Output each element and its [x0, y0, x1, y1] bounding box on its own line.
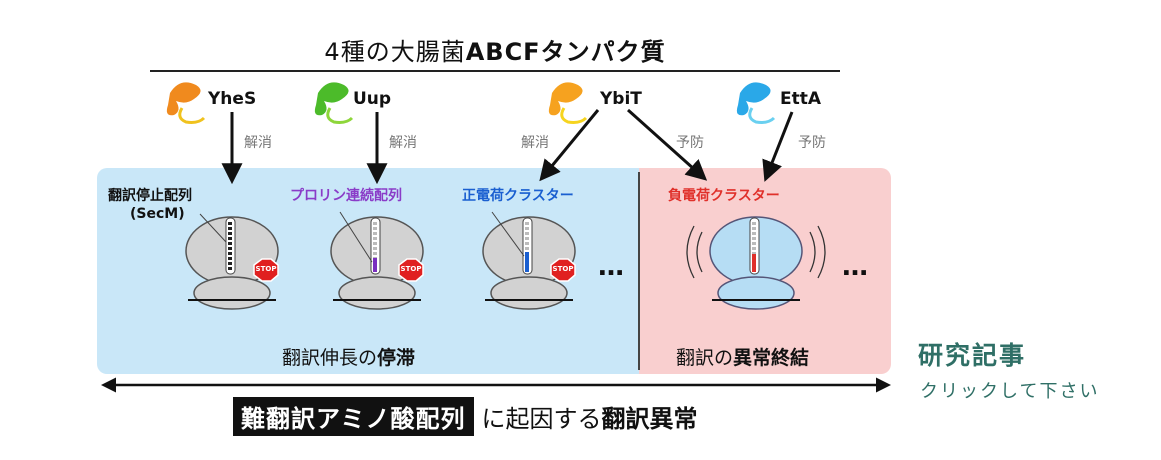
termination-caption-bold: 異常終結 — [733, 347, 810, 369]
site-label-positive: 正電荷クラスター — [462, 188, 574, 204]
protein-name-yhes: YheS — [208, 89, 257, 109]
ribosome-positive — [482, 211, 576, 310]
stall-caption-bold: 停滞 — [377, 347, 416, 369]
diagram-title: 4種の大腸菌ABCFタンパク質 — [150, 32, 840, 67]
ybit-protein-icon — [548, 82, 588, 124]
stop-sign-3: STOP — [552, 265, 574, 273]
research-article-link[interactable]: 研究記事 — [918, 341, 1027, 370]
bottom-caption-highlight: 難翻訳アミノ酸配列 — [233, 396, 474, 436]
uup-protein-icon — [314, 82, 354, 124]
site-sublabel-secm: (SecM) — [130, 206, 185, 222]
stop-sign-1: STOP — [255, 265, 277, 273]
ybit-arrow-right — [626, 108, 708, 181]
yhes-protein-icon — [166, 82, 206, 124]
title-underline — [150, 70, 840, 72]
action-label-ybit-left: 解消 — [521, 135, 549, 151]
bottom-caption-text: に起因する — [481, 404, 602, 433]
bottom-caption: 難翻訳アミノ酸配列 に起因する翻訳異常 — [233, 396, 698, 436]
ellipsis-blue: … — [598, 252, 627, 282]
protein-name-ybit: YbiT — [600, 89, 642, 109]
protein-name-etta: EttA — [780, 89, 822, 109]
ribosome-negative — [686, 216, 826, 310]
site-label-negative: 負電荷クラスター — [668, 188, 780, 204]
etta-arrow — [762, 111, 794, 182]
protein-name-uup: Uup — [353, 89, 392, 109]
title-bold: ABCFタンパク質 — [465, 38, 666, 66]
panel-caption-termination: 翻訳の異常終結 — [676, 343, 809, 370]
bottom-caption-bold: 翻訳異常 — [601, 404, 698, 433]
ellipsis-red: … — [842, 252, 871, 282]
site-label-secm: 翻訳停止配列 — [108, 188, 192, 204]
action-label-yhes: 解消 — [244, 135, 272, 151]
ybit-arrow-left — [539, 109, 600, 182]
ribosome-proline — [330, 211, 424, 310]
click-prompt-link[interactable]: クリックして下さい — [920, 381, 1100, 402]
bottom-caption-rest: に起因する翻訳異常 — [482, 399, 698, 434]
title-prefix: 4種の大腸菌 — [324, 38, 466, 66]
action-label-etta: 予防 — [798, 135, 826, 151]
stall-caption-text: 翻訳伸長の — [282, 347, 378, 369]
panel-divider — [638, 172, 640, 370]
etta-protein-icon — [736, 82, 776, 124]
stop-sign-2: STOP — [400, 265, 422, 273]
site-label-proline: プロリン連続配列 — [290, 188, 402, 204]
action-label-uup: 解消 — [389, 135, 417, 151]
termination-caption-text: 翻訳の — [676, 347, 734, 369]
panel-caption-stall: 翻訳伸長の停滞 — [282, 343, 415, 370]
ribosome-secm — [185, 213, 279, 310]
action-label-ybit-right: 予防 — [676, 135, 704, 151]
